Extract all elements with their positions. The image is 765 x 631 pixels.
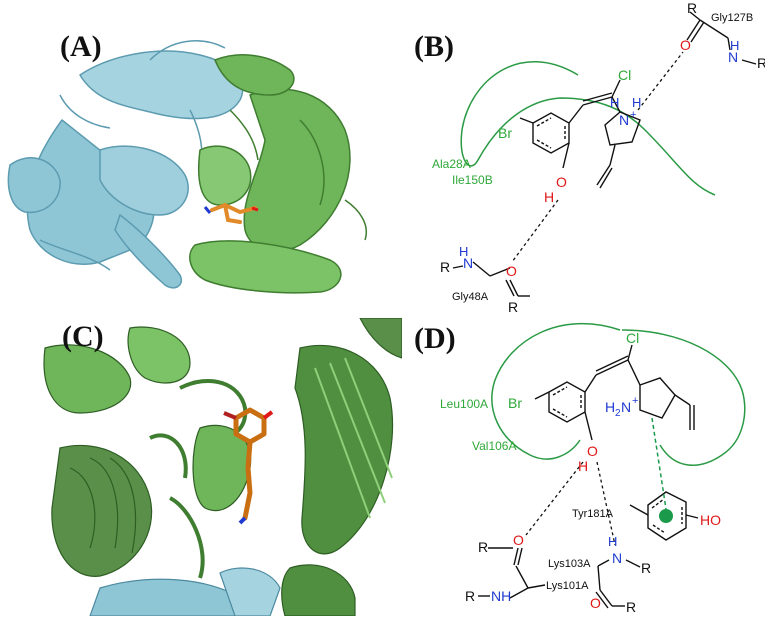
- gly48-nitrogen: N: [463, 255, 473, 271]
- bromine-atom: Br: [508, 395, 522, 411]
- panel-a-ribbon-structure: [7, 40, 367, 294]
- gly48-r2: R: [508, 299, 518, 315]
- phenol-hydrogen: H: [578, 458, 588, 474]
- panel-b: Cl Br O H N + H H R O N H R Gly127B R N …: [380, 0, 765, 320]
- lys103-r2: R: [626, 599, 636, 615]
- panel-a-label: (A): [60, 30, 102, 63]
- gly48-hydrogen: H: [459, 244, 468, 259]
- panel-d-interaction-diagram: Cl Br O H H 2 N + Leu100A Val106A Tyr181…: [440, 322, 746, 615]
- residue-val106a: Val106A: [472, 439, 516, 453]
- panel-b-label: (B): [414, 30, 454, 63]
- phenol-hydrogen: H: [544, 189, 554, 205]
- gly127-hydrogen: H: [730, 38, 739, 53]
- hydrophobic-pocket-outline: [460, 61, 716, 196]
- ammonium-hydrogen-1: H: [610, 95, 619, 110]
- residue-lys101a: Lys101A: [546, 580, 589, 592]
- gly127-oxygen: O: [680, 37, 691, 53]
- residue-leu100a: Leu100A: [440, 397, 488, 411]
- phenol-oxygen: O: [556, 174, 567, 190]
- bromine-atom: Br: [498, 125, 512, 141]
- nitrogen-charge: +: [630, 109, 636, 121]
- residue-lys103a: Lys103A: [548, 558, 591, 570]
- panel-c-binding-site: [40, 317, 403, 617]
- residue-ile150b: Ile150B: [452, 173, 493, 187]
- hydrophobic-pocket-outline: [491, 322, 621, 460]
- lys101-r2: R: [465, 588, 475, 604]
- ammonium-h-subscript: 2: [615, 408, 621, 419]
- panel-c: (C): [40, 317, 403, 617]
- lys103-hydrogen: H: [608, 534, 617, 549]
- pi-cation-centroid: [659, 509, 673, 523]
- ammonium-n: N: [621, 399, 631, 415]
- gly127-r1: R: [687, 0, 697, 16]
- chlorine-atom: Cl: [626, 330, 639, 346]
- tyrosine-hydroxyl: HO: [700, 512, 721, 528]
- gly48-oxygen: O: [506, 263, 517, 279]
- lys103-oxygen: O: [590, 595, 601, 611]
- lys103-r1: R: [641, 560, 651, 576]
- panel-c-label: (C): [62, 320, 104, 353]
- panel-a: (A): [0, 0, 380, 310]
- gly127-r2: R: [757, 55, 765, 71]
- residue-gly48a: Gly48A: [452, 291, 489, 303]
- ammonium-charge: +: [632, 395, 638, 407]
- residue-ala28a: Ala28A: [432, 157, 471, 171]
- residue-gly127b: Gly127B: [711, 12, 753, 24]
- phenol-oxygen: O: [587, 443, 598, 459]
- lys101-oxygen: O: [513, 532, 524, 548]
- gly127-nitrogen: N: [728, 49, 738, 65]
- pyrrolidine-nitrogen: N: [619, 112, 629, 128]
- ammonium-hydrogen-2: H: [632, 95, 641, 110]
- lys103-nitrogen: N: [612, 550, 622, 566]
- panel-b-interaction-diagram: Cl Br O H N + H H R O N H R Gly127B R N …: [432, 0, 765, 315]
- panel-d: Cl Br O H H 2 N + Leu100A Val106A Tyr181…: [380, 312, 765, 626]
- panel-d-label: (D): [414, 322, 456, 355]
- lys101-r1: R: [478, 539, 488, 555]
- gly48-r1: R: [440, 259, 450, 275]
- chlorine-atom: Cl: [618, 67, 631, 83]
- residue-tyr181a: Tyr181A: [572, 508, 614, 520]
- ammonium-h: H: [605, 399, 615, 415]
- lys101-nh: NH: [491, 588, 511, 604]
